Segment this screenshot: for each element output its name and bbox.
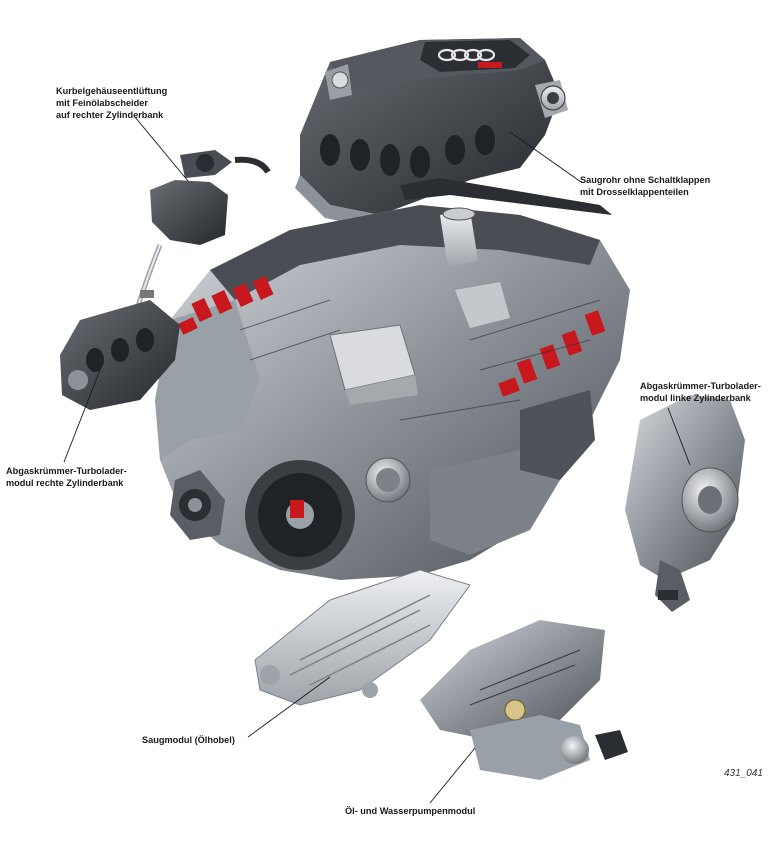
engine-block-part (155, 178, 630, 580)
exhaust-turbo-right-bank-label: Abgaskrümmer-Turbolader- modul rechte Zy… (6, 465, 127, 489)
figure-id: 431_041 (724, 768, 763, 779)
label-line: auf rechter Zylinderbank (56, 110, 164, 120)
exhaust-turbo-left-bank-label: Abgaskrümmer-Turbolader- modul linke Zyl… (640, 380, 761, 404)
crankcase-ventilation-part (127, 150, 271, 341)
pump-module-label: Öl- und Wasserpumpenmodul (345, 805, 475, 817)
label-line: Abgaskrümmer-Turbolader- (640, 381, 761, 391)
suction-module-label: Saugmodul (Ölhobel) (142, 734, 235, 746)
exhaust-turbo-left-bank-part (625, 395, 745, 612)
label-line: modul rechte Zylinderbank (6, 478, 124, 488)
exhaust-turbo-right-bank-part (60, 300, 180, 410)
label-line: mit Feinölabscheider (56, 98, 148, 108)
label-line: modul linke Zylinderbank (640, 393, 751, 403)
label-line: Öl- und Wasserpumpenmodul (345, 806, 476, 816)
label-line: mit Drosselklappenteilen (580, 187, 689, 197)
leader-lines (63, 116, 691, 804)
label-line: Saugmodul (Ölhobel) (142, 735, 235, 745)
intake-manifold-part (295, 38, 568, 228)
label-line: Saugrohr ohne Schaltklappen (580, 175, 711, 185)
intake-manifold-label: Saugrohr ohne Schaltklappen mit Drosselk… (580, 174, 710, 198)
label-line: Kurbelgehäuseentlüftung (56, 86, 168, 96)
suction-module-part (254, 569, 471, 706)
crankcase-ventilation-label: Kurbelgehäuseentlüftung mit Feinölabsche… (56, 85, 167, 121)
oil-water-pump-module-part (420, 620, 628, 780)
label-line: Abgaskrümmer-Turbolader- (6, 466, 127, 476)
